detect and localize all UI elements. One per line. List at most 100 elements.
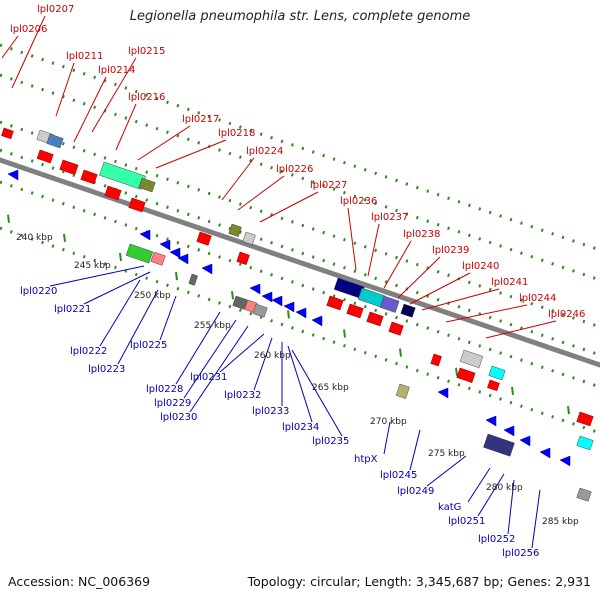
kbp-tick-label: 275 kbp xyxy=(428,449,465,459)
forward-leader xyxy=(73,76,107,143)
forward-gene-label: lpl0218 xyxy=(218,128,255,139)
forward-leader xyxy=(137,125,191,161)
forward-gene xyxy=(80,169,98,185)
kbp-tick-label: 240 kbp xyxy=(16,233,53,243)
map-title: Legionella pneumophila str. Lens, comple… xyxy=(129,9,471,24)
gene-block xyxy=(252,303,268,318)
reverse-gene xyxy=(139,229,151,241)
forward-gene xyxy=(104,185,122,201)
reverse-leader xyxy=(291,349,343,437)
forward-gene xyxy=(128,197,146,213)
reverse-gene-label: lpl0233 xyxy=(252,406,289,417)
forward-leader xyxy=(445,304,528,323)
reverse-leader xyxy=(159,295,177,341)
kbp-tick-label: 285 kbp xyxy=(542,517,579,527)
genome-backbone xyxy=(0,157,600,368)
kbp-tick-label: 245 kbp xyxy=(74,261,111,271)
guide-line xyxy=(0,43,600,252)
reverse-gene-label: lpl0252 xyxy=(478,534,515,545)
forward-gene xyxy=(487,379,500,392)
forward-gene-label: lpl0207 xyxy=(37,4,74,15)
gene-block xyxy=(395,383,410,399)
reverse-gene-label: lpl0231 xyxy=(190,372,227,383)
forward-gene xyxy=(430,353,442,367)
reverse-gene xyxy=(159,239,171,251)
reverse-leader xyxy=(467,467,491,503)
forward-gene-label: lpl0217 xyxy=(182,114,219,125)
reverse-gene xyxy=(503,425,515,437)
tick-mark xyxy=(63,233,66,242)
reverse-gene xyxy=(177,253,189,265)
reverse-gene-label: lpl0222 xyxy=(70,346,107,357)
gene-block xyxy=(232,295,248,310)
forward-gene xyxy=(326,295,344,311)
reverse-gene-label: lpl0249 xyxy=(397,486,434,497)
forward-leader xyxy=(383,240,412,289)
forward-leader xyxy=(1,35,19,59)
guide-line xyxy=(0,148,600,357)
forward-gene-label: lpl0238 xyxy=(403,229,440,240)
gene-block xyxy=(242,231,256,245)
forward-leader xyxy=(115,103,137,151)
reverse-gene xyxy=(559,455,571,467)
reverse-gene xyxy=(249,283,261,295)
guide-line xyxy=(0,73,600,282)
reverse-gene-label: lpl0251 xyxy=(448,516,485,527)
label-leaders xyxy=(1,15,557,549)
backbone-line xyxy=(0,157,600,368)
forward-gene-label: lpl0237 xyxy=(371,212,408,223)
reverse-gene xyxy=(539,447,551,459)
gene-block xyxy=(379,295,400,313)
reverse-gene-label: katG xyxy=(438,502,461,513)
forward-gene xyxy=(1,127,14,140)
reverse-leader xyxy=(189,325,249,413)
reverse-gene-label: lpl0220 xyxy=(20,286,57,297)
accession-text: Accession: NC_006369 xyxy=(8,574,151,589)
reverse-leader xyxy=(83,271,151,305)
kbp-tick-label: 270 kbp xyxy=(370,417,407,427)
kbp-tick-label: 260 kbp xyxy=(254,351,291,361)
reverse-gene xyxy=(519,435,531,447)
forward-leader xyxy=(155,139,227,169)
forward-gene-label: lpl0215 xyxy=(128,46,165,57)
reverse-gene xyxy=(311,315,323,327)
reverse-gene xyxy=(201,263,213,275)
tick-mark xyxy=(343,329,346,338)
reverse-gene-label: lpl0234 xyxy=(282,422,319,433)
reverse-leader xyxy=(253,337,273,391)
forward-gene-label: lpl0244 xyxy=(519,293,556,304)
reverse-gene-label: lpl0229 xyxy=(154,398,191,409)
gene-block xyxy=(483,433,515,457)
forward-gene xyxy=(59,159,79,175)
forward-gene xyxy=(346,303,364,319)
forward-gene-label: lpl0227 xyxy=(310,180,347,191)
gene-block xyxy=(46,133,64,149)
reverse-leader xyxy=(531,489,541,549)
topology-text: Topology: circular; Length: 3,345,687 bp… xyxy=(247,574,591,589)
forward-gene xyxy=(388,321,404,336)
forward-gene xyxy=(236,251,250,266)
forward-gene-label: lpl0241 xyxy=(491,277,528,288)
tick-mark xyxy=(567,405,570,415)
forward-leader xyxy=(347,207,357,271)
gene-block xyxy=(125,243,153,264)
forward-leader xyxy=(397,256,441,299)
reverse-leader xyxy=(507,479,515,535)
reverse-leader xyxy=(477,473,505,517)
forward-leader xyxy=(237,175,285,211)
gene-block xyxy=(228,223,242,237)
forward-gene-label: lpl0224 xyxy=(246,146,283,157)
reverse-leader xyxy=(219,333,265,373)
reverse-gene xyxy=(485,415,497,427)
guide-line xyxy=(0,120,600,329)
forward-leader xyxy=(91,57,137,133)
forward-gene-label: lpl0216 xyxy=(128,92,165,103)
tick-mark xyxy=(399,348,402,357)
reverse-gene xyxy=(295,307,307,319)
reverse-leader xyxy=(409,429,421,471)
tick-mark xyxy=(511,386,514,396)
reverse-leader xyxy=(426,455,467,487)
reverse-leader xyxy=(183,319,237,399)
gene-block xyxy=(576,487,592,502)
